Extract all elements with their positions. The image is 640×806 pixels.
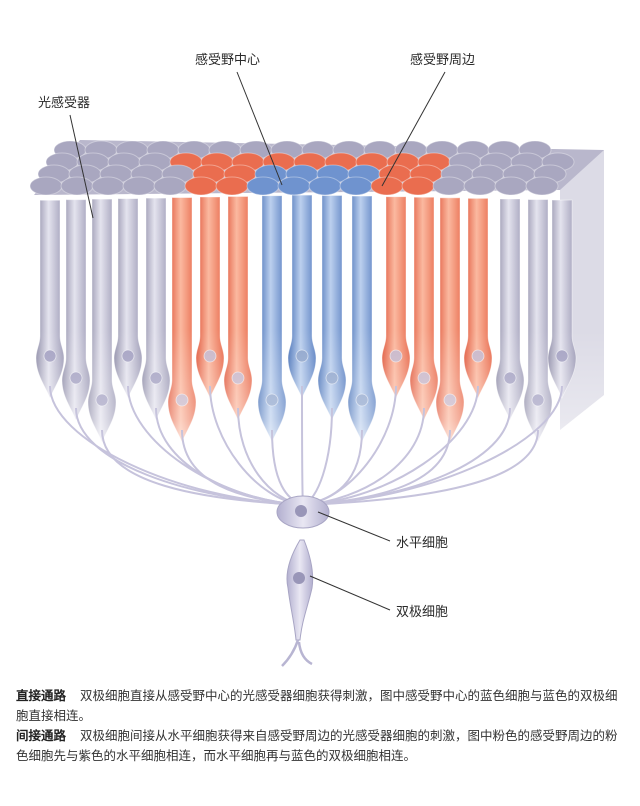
cell-top <box>215 176 249 196</box>
lower-fade <box>30 330 610 480</box>
axon-fiber <box>301 385 304 506</box>
cell-top <box>463 176 497 196</box>
cell-top <box>525 176 559 196</box>
receptive-field-center-label: 感受野中心 <box>195 53 261 68</box>
cell-top <box>339 176 373 196</box>
cell-top <box>184 176 218 196</box>
indirect-pathway-term: 间接通路 <box>16 728 67 743</box>
cell-top <box>277 176 311 196</box>
photoreceptor-label: 光感受器 <box>38 96 91 111</box>
cell-top <box>29 176 63 196</box>
cell-top <box>308 176 342 196</box>
cell-top <box>60 176 94 196</box>
cell-tops-layer <box>29 140 575 196</box>
cell-top <box>370 176 404 196</box>
leader-lines <box>69 71 446 611</box>
axon-fiber <box>302 385 479 506</box>
cell-top <box>401 176 435 196</box>
caption: 直接通路双极细胞直接从感受野中心的光感受器细胞获得刺激，图中感受野中心的蓝色细胞… <box>16 686 628 766</box>
indirect-pathway-paragraph: 间接通路双极细胞间接从水平细胞获得来自感受野周边的光感受器细胞的刺激，图中粉色的… <box>16 726 628 766</box>
receptive-field-surround-label: 感受野周边 <box>410 53 476 68</box>
horizontal-cell <box>276 495 330 529</box>
cell-top <box>91 176 125 196</box>
cell-top <box>246 176 280 196</box>
cell-top <box>432 176 466 196</box>
direct-pathway-term: 直接通路 <box>16 688 67 703</box>
bipolar-cell <box>281 539 314 667</box>
bipolar-cell-label: 双极细胞 <box>396 605 449 620</box>
axon-fiber <box>101 429 304 506</box>
direct-pathway-paragraph: 直接通路双极细胞直接从感受野中心的光感受器细胞获得刺激，图中感受野中心的蓝色细胞… <box>16 686 628 726</box>
cell-top <box>122 176 156 196</box>
direct-pathway-text: 双极细胞直接从感受野中心的光感受器细胞获得刺激，图中感受野中心的蓝色细胞与蓝色的… <box>16 688 618 723</box>
horizontal-cell-label: 水平细胞 <box>396 536 449 551</box>
indirect-pathway-text: 双极细胞间接从水平细胞获得来自感受野周边的光感受器细胞的刺激，图中粉色的感受野周… <box>16 728 618 763</box>
receptive-field-illustration <box>29 71 610 667</box>
cell-top <box>153 176 187 196</box>
axon-fiber <box>302 385 563 506</box>
axon-fiber <box>302 429 539 506</box>
cell-top <box>494 176 528 196</box>
